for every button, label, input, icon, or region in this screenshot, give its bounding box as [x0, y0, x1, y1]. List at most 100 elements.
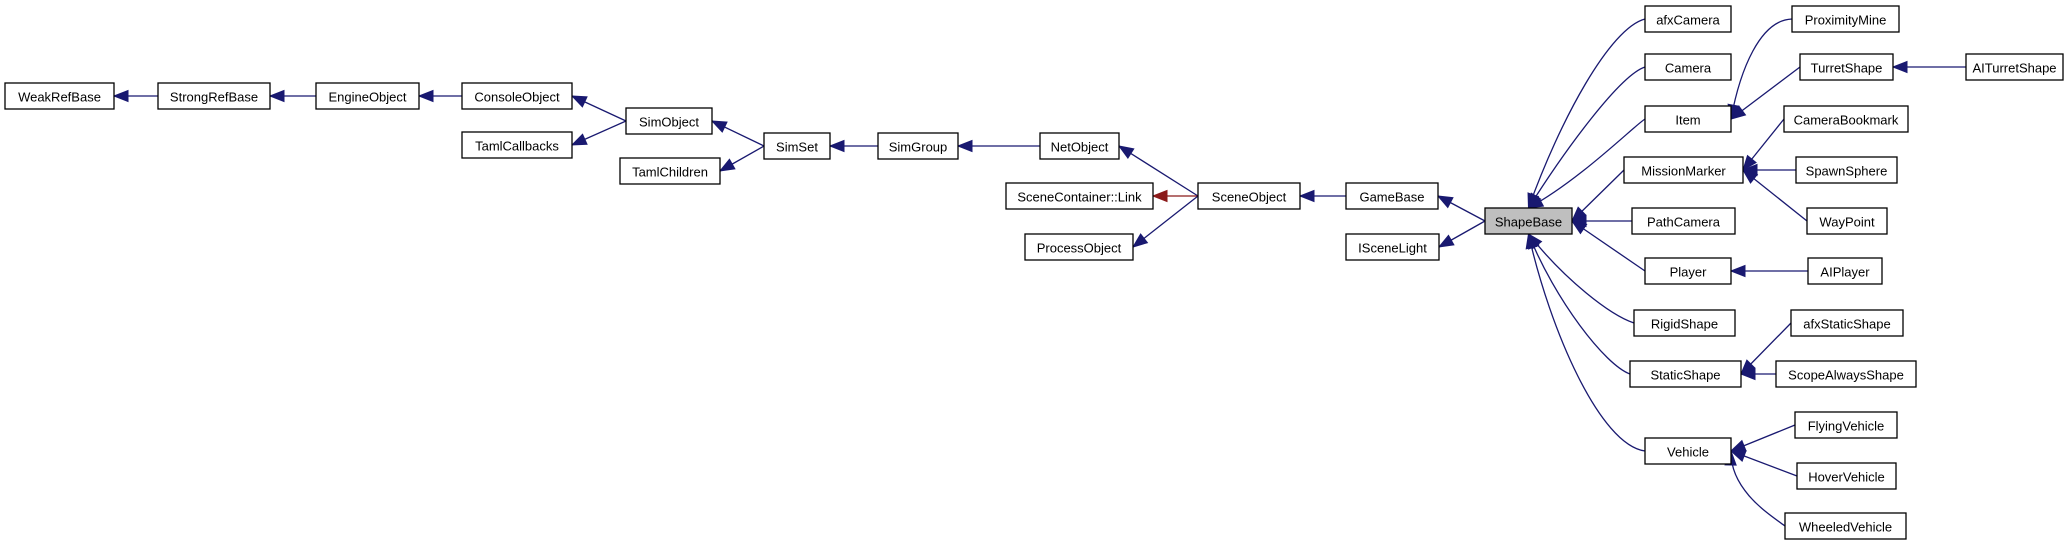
edge-StrongRefBase-to-WeakRefBase: [112, 89, 158, 103]
class-node-SpawnSphere[interactable]: SpawnSphere: [1795, 156, 1898, 184]
class-node-box: [1005, 182, 1154, 210]
class-node-CameraBookmark[interactable]: CameraBookmark: [1783, 105, 1909, 133]
class-node-label: AITurretShape: [1972, 61, 2056, 76]
class-node-label: WheeledVehicle: [1799, 520, 1892, 535]
class-node-label: Camera: [1665, 61, 1712, 76]
class-node-WeakRefBase[interactable]: WeakRefBase: [4, 82, 115, 110]
edge-arrowhead: [1527, 195, 1545, 209]
class-node-StaticShape[interactable]: StaticShape: [1629, 360, 1742, 388]
edge-ProximityMine-to-Item: [1727, 18, 1793, 121]
class-node-label: afxStaticShape: [1803, 317, 1890, 332]
class-node-EngineObject[interactable]: EngineObject: [315, 82, 420, 110]
class-node-Vehicle[interactable]: Vehicle: [1644, 437, 1732, 465]
edge-SimObject-to-TamlCallbacks: [570, 120, 627, 146]
class-node-box: [1784, 512, 1907, 540]
edge-EngineObject-to-StrongRefBase: [268, 89, 316, 103]
edge-ShapeBase-to-GameBase: [1436, 195, 1486, 222]
nodes-layer: WeakRefBase StrongRefBase EngineObject Cons…: [4, 5, 2064, 540]
edge-arrowhead: [1151, 189, 1168, 203]
edge-AIPlayer-to-Player: [1729, 264, 1808, 278]
class-node-box: [315, 82, 420, 110]
class-node-label: ProcessObject: [1037, 241, 1122, 256]
edge-WheeledVehicle-to-Vehicle: [1724, 449, 1786, 527]
class-node-WayPoint[interactable]: WayPoint: [1806, 207, 1888, 235]
class-node-SimObject[interactable]: SimObject: [625, 107, 713, 135]
class-node-box: [1197, 182, 1301, 210]
class-node-SceneObject[interactable]: SceneObject: [1197, 182, 1301, 210]
edge-SceneObject-to-NetObject: [1117, 145, 1199, 197]
class-node-FlyingVehicle[interactable]: FlyingVehicle: [1794, 411, 1898, 439]
class-node-ProcessObject[interactable]: ProcessObject: [1024, 233, 1134, 261]
class-node-Player[interactable]: Player: [1644, 257, 1732, 285]
class-node-GameBase[interactable]: GameBase: [1345, 182, 1439, 210]
class-node-SimSet[interactable]: SimSet: [763, 132, 831, 160]
edge-SimSet-to-TamlChildren: [718, 145, 765, 172]
class-node-SimGroup[interactable]: SimGroup: [877, 132, 959, 160]
class-node-TurretShape[interactable]: TurretShape: [1799, 53, 1894, 81]
edge-arrowhead: [1298, 189, 1315, 203]
class-node-box: [461, 82, 573, 110]
class-node-SceneContainerLink[interactable]: SceneContainer::Link: [1005, 182, 1154, 210]
class-node-box: [1629, 360, 1742, 388]
class-node-TamlCallbacks[interactable]: TamlCallbacks: [461, 131, 573, 159]
class-node-label: WayPoint: [1819, 215, 1875, 230]
edge-line: [1527, 66, 1646, 209]
class-node-WheeledVehicle[interactable]: WheeledVehicle: [1784, 512, 1907, 540]
class-node-RigidShape[interactable]: RigidShape: [1633, 309, 1736, 337]
class-node-box: [1644, 437, 1732, 465]
class-node-HoverVehicle[interactable]: HoverVehicle: [1796, 462, 1897, 490]
class-node-Camera[interactable]: Camera: [1644, 53, 1732, 81]
edge-arrowhead: [570, 95, 588, 108]
class-node-MissionMarker[interactable]: MissionMarker: [1623, 156, 1744, 184]
edge-NetObject-to-SimGroup: [956, 139, 1040, 153]
edge-ShapeBase-to-ISceneLight: [1437, 220, 1486, 248]
class-node-box: [625, 107, 713, 135]
edge-arrowhead: [1729, 439, 1747, 452]
edge-arrowhead: [1742, 154, 1757, 172]
class-node-box: [4, 82, 115, 110]
class-node-NetObject[interactable]: NetObject: [1039, 132, 1120, 160]
class-node-ShapeBase[interactable]: ShapeBase: [1484, 207, 1573, 235]
class-node-box: [1039, 132, 1120, 160]
class-node-TamlChildren[interactable]: TamlChildren: [619, 157, 721, 185]
edge-arrowhead: [1729, 105, 1747, 120]
class-node-box: [1795, 156, 1898, 184]
class-node-StrongRefBase[interactable]: StrongRefBase: [157, 82, 271, 110]
class-node-label: afxCamera: [1656, 13, 1720, 28]
class-node-box: [1484, 207, 1573, 235]
class-node-box: [1345, 233, 1440, 261]
class-node-Item[interactable]: Item: [1644, 105, 1732, 133]
edge-StaticShape-to-ShapeBase: [1527, 232, 1631, 375]
class-node-label: TamlCallbacks: [475, 139, 559, 154]
class-node-PathCamera[interactable]: PathCamera: [1631, 207, 1736, 235]
class-node-box: [1799, 53, 1894, 81]
class-node-label: ConsoleObject: [474, 90, 560, 105]
class-node-AITurretShape[interactable]: AITurretShape: [1965, 53, 2064, 81]
edge-AITurretShape-to-TurretShape: [1891, 60, 1966, 74]
edge-arrowhead: [112, 89, 129, 103]
class-node-label: ISceneLight: [1358, 241, 1427, 256]
class-node-afxStaticShape[interactable]: afxStaticShape: [1790, 309, 1904, 337]
class-node-ConsoleObject[interactable]: ConsoleObject: [461, 82, 573, 110]
edge-CameraBookmark-to-MissionMarker: [1742, 118, 1785, 172]
edge-SceneObject-to-SceneContainerLink: [1151, 189, 1198, 203]
class-node-AIPlayer[interactable]: AIPlayer: [1807, 257, 1883, 285]
edge-TurretShape-to-Item: [1729, 66, 1801, 120]
class-node-box: [877, 132, 959, 160]
class-node-box: [763, 132, 831, 160]
edge-SimObject-to-ConsoleObject: [570, 95, 627, 122]
class-node-label: Vehicle: [1667, 445, 1709, 460]
edge-arrowhead: [1437, 234, 1455, 248]
class-node-ProximityMine[interactable]: ProximityMine: [1791, 5, 1900, 33]
class-node-afxCamera[interactable]: afxCamera: [1644, 5, 1732, 33]
edge-SceneObject-to-ProcessObject: [1131, 195, 1199, 248]
class-node-label: ShapeBase: [1495, 215, 1562, 230]
class-node-ISceneLight[interactable]: ISceneLight: [1345, 233, 1440, 261]
edge-line: [1527, 233, 1635, 324]
class-node-label: SpawnSphere: [1806, 164, 1888, 179]
edge-arrowhead: [1525, 232, 1538, 250]
class-node-box: [1806, 207, 1888, 235]
class-node-label: Player: [1670, 265, 1708, 280]
class-node-ScopeAlwaysShape[interactable]: ScopeAlwaysShape: [1775, 360, 1917, 388]
class-node-box: [619, 157, 721, 185]
